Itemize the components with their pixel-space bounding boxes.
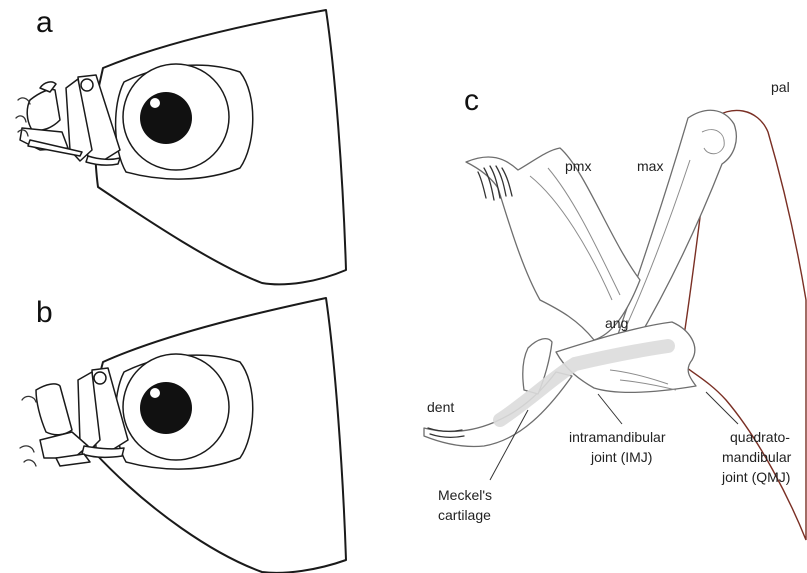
joint-b <box>94 372 106 384</box>
eye-highlight-b <box>150 388 160 398</box>
imj-leader <box>598 394 622 424</box>
panel-letter-c: c <box>464 84 479 117</box>
teeth-b <box>20 396 36 466</box>
label-max: max <box>637 158 663 174</box>
premaxilla-bone <box>466 148 640 340</box>
pupil-b <box>140 382 192 434</box>
panel-b-open-jaw: b <box>20 296 346 573</box>
label-imj-2: joint (IMJ) <box>590 449 652 465</box>
label-meckel-2: cartilage <box>438 507 491 523</box>
panel-letter-b: b <box>36 296 53 329</box>
pupil-a <box>140 92 192 144</box>
label-qmj-2: mandibular <box>722 449 792 465</box>
premaxilla-a <box>27 89 60 130</box>
label-dent: dent <box>427 399 454 415</box>
label-pmx: pmx <box>565 158 591 174</box>
label-meckel-1: Meckel's <box>438 487 492 503</box>
joint-a <box>81 79 93 91</box>
panel-letter-a: a <box>36 6 53 39</box>
premaxilla-b <box>36 384 72 435</box>
label-pal: pal <box>771 79 790 95</box>
panel-c-jaw-detail: c pal pmx max ang dent intramandibular j… <box>424 79 806 540</box>
label-imj-1: intramandibular <box>569 429 666 445</box>
eye-highlight-a <box>150 98 160 108</box>
label-qmj-1: quadrato- <box>730 429 790 445</box>
label-ang: ang <box>605 315 628 331</box>
panel-a-closed-jaw: a <box>16 6 346 284</box>
label-qmj-3: joint (QMJ) <box>721 469 790 485</box>
